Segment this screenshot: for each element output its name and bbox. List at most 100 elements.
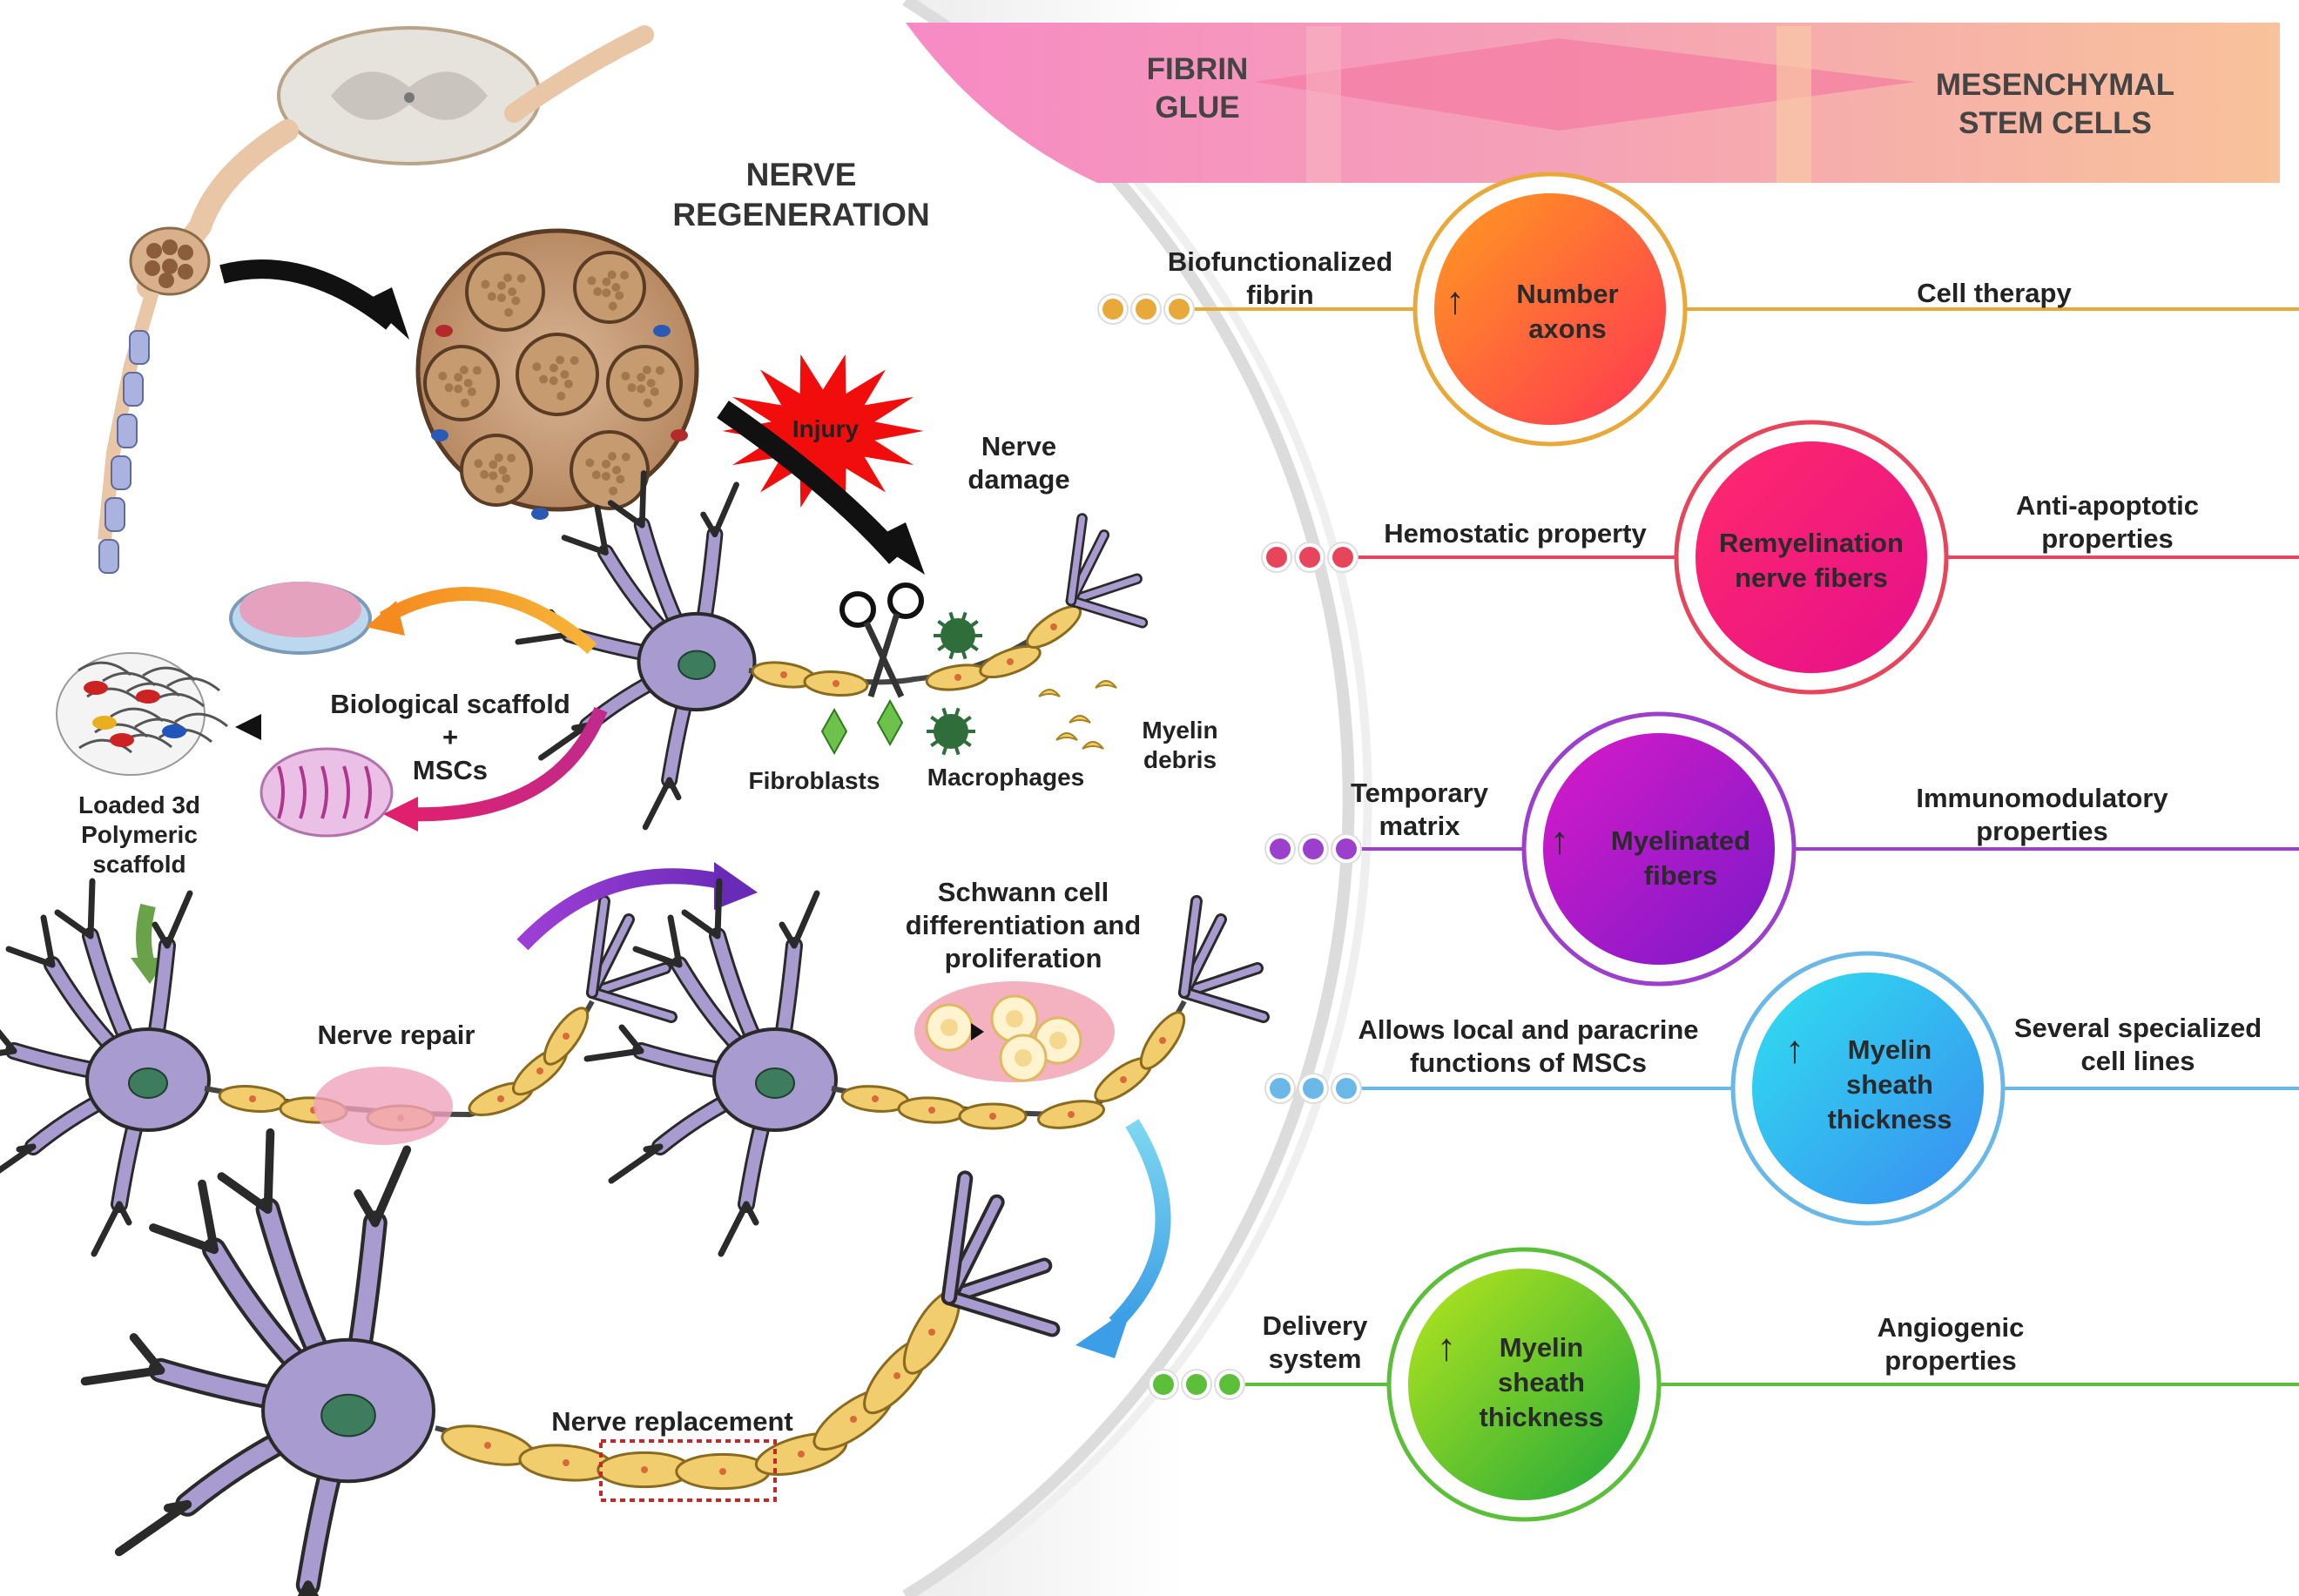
banner-diamond xyxy=(1254,38,1916,131)
black-arrow xyxy=(219,259,398,330)
axon-dot xyxy=(498,466,508,475)
macrophage-spike xyxy=(954,707,961,717)
myelin-segment xyxy=(129,330,150,365)
dendrite-branch xyxy=(354,1189,380,1228)
protein-helix xyxy=(342,765,350,819)
axon-dot xyxy=(616,475,625,484)
progress-dot-icon xyxy=(1219,1374,1240,1395)
dendrite-branch xyxy=(561,535,609,556)
axon-dot xyxy=(497,280,507,290)
fascicle xyxy=(573,251,646,324)
increase-arrow-icon: ↑ xyxy=(1550,819,1569,862)
green-arrow xyxy=(136,903,156,969)
axon-terminal xyxy=(589,898,608,996)
axon-dot xyxy=(438,371,448,380)
protein-helix xyxy=(320,765,328,819)
dendrite-branch xyxy=(638,470,647,529)
row-graphic-0 xyxy=(1097,172,2299,447)
axon-dot xyxy=(487,292,496,301)
protein-helix xyxy=(277,765,285,819)
dendrite-branch xyxy=(515,631,573,645)
macrophage-spike xyxy=(962,715,972,724)
axon-dot xyxy=(472,366,482,375)
blood-vessel xyxy=(431,429,448,441)
dendrite-branch xyxy=(116,1201,132,1226)
progress-dot-icon xyxy=(1186,1374,1207,1395)
axon-dot xyxy=(467,387,476,396)
macrophage-spike xyxy=(937,619,947,629)
row-circle-label: ↑Myelin sheath thickness xyxy=(1393,1329,1655,1435)
row-right-label: Immunomodulatory properties xyxy=(1916,783,2168,846)
circle-text: Myelin sheath thickness xyxy=(1479,1332,1604,1432)
arrowhead-icon xyxy=(383,797,418,832)
polymer-fiber xyxy=(78,661,131,677)
axon-dot xyxy=(642,365,651,374)
dendrite-branch xyxy=(0,1047,17,1056)
scissors-icon xyxy=(839,591,876,628)
axon-dot xyxy=(504,307,514,317)
axon-dot xyxy=(480,469,489,479)
myelin-segment xyxy=(117,414,138,448)
dendrite-branch xyxy=(681,909,721,939)
row-left-label: Biofunctionalized fibrin xyxy=(1167,246,1393,310)
petri-cells xyxy=(239,582,361,637)
axon-dot xyxy=(643,398,652,407)
axon-dot xyxy=(608,452,617,461)
axon-dot xyxy=(615,291,624,300)
axon-dot xyxy=(585,458,595,468)
gradient-disc xyxy=(1543,733,1775,965)
central-canal xyxy=(404,92,415,103)
scaffold-cell xyxy=(110,733,134,747)
axon-dot xyxy=(621,371,630,380)
macrophage-spike xyxy=(962,738,972,748)
replacement-neuron-icon xyxy=(80,1128,961,1596)
axon-dot xyxy=(556,355,565,365)
progress-dot-icon xyxy=(1332,547,1353,568)
gradient-disc xyxy=(1696,441,1927,673)
nucleus xyxy=(678,650,716,680)
purple-arrow xyxy=(516,868,734,951)
axon-dot xyxy=(539,374,549,384)
axon-dot xyxy=(549,376,558,386)
injury-label: Injury xyxy=(792,415,860,442)
polymer-fiber xyxy=(94,723,148,738)
axon-dot xyxy=(454,373,463,382)
axon-dot xyxy=(496,293,506,302)
progress-dot-icon xyxy=(1303,838,1324,859)
schwann-nucleus xyxy=(1068,1111,1075,1118)
disc-rim-outer xyxy=(922,0,1372,1596)
fascicle xyxy=(516,333,599,416)
polymer-fiber xyxy=(126,682,180,697)
axon-dot xyxy=(593,286,603,296)
axon-dot xyxy=(502,474,511,483)
macrophages-label: Macrophages xyxy=(927,764,1085,791)
dendrite-branch xyxy=(594,504,609,556)
nerve-regeneration-title: NERVE REGENERATION xyxy=(672,157,930,232)
fascicle xyxy=(146,243,162,259)
axon-dot xyxy=(463,379,473,387)
axon-terminal xyxy=(1068,597,1146,626)
schwann-nucleus xyxy=(833,680,839,687)
axon-terminal xyxy=(1068,576,1141,604)
fascicle xyxy=(162,259,178,274)
macrophage-spike xyxy=(969,643,979,652)
axon-terminal xyxy=(589,989,675,1020)
fibrin-glue-label: FIBRIN GLUE xyxy=(1146,52,1249,125)
progress-dot-icon xyxy=(1336,838,1357,859)
fascicle xyxy=(145,260,160,276)
nucleus xyxy=(320,1393,376,1438)
dendrite-branch xyxy=(0,1028,17,1054)
macrophage-spike xyxy=(948,611,955,622)
dendrite-branch xyxy=(779,921,798,949)
axon-dot xyxy=(444,383,454,393)
myelin-segment xyxy=(123,372,144,407)
axon-dot xyxy=(611,283,621,292)
dendrite-branch xyxy=(5,946,56,968)
myelin-segment xyxy=(98,539,119,574)
progress-dot-icon xyxy=(1136,299,1156,320)
axon-dot xyxy=(609,486,618,495)
axon-dot xyxy=(560,370,570,379)
schwann-nucleus xyxy=(954,674,961,681)
biological-scaffold-label: Biological scaffold + MSCs xyxy=(330,689,570,785)
row-right-label: Anti-apoptotic properties xyxy=(2015,490,2200,554)
